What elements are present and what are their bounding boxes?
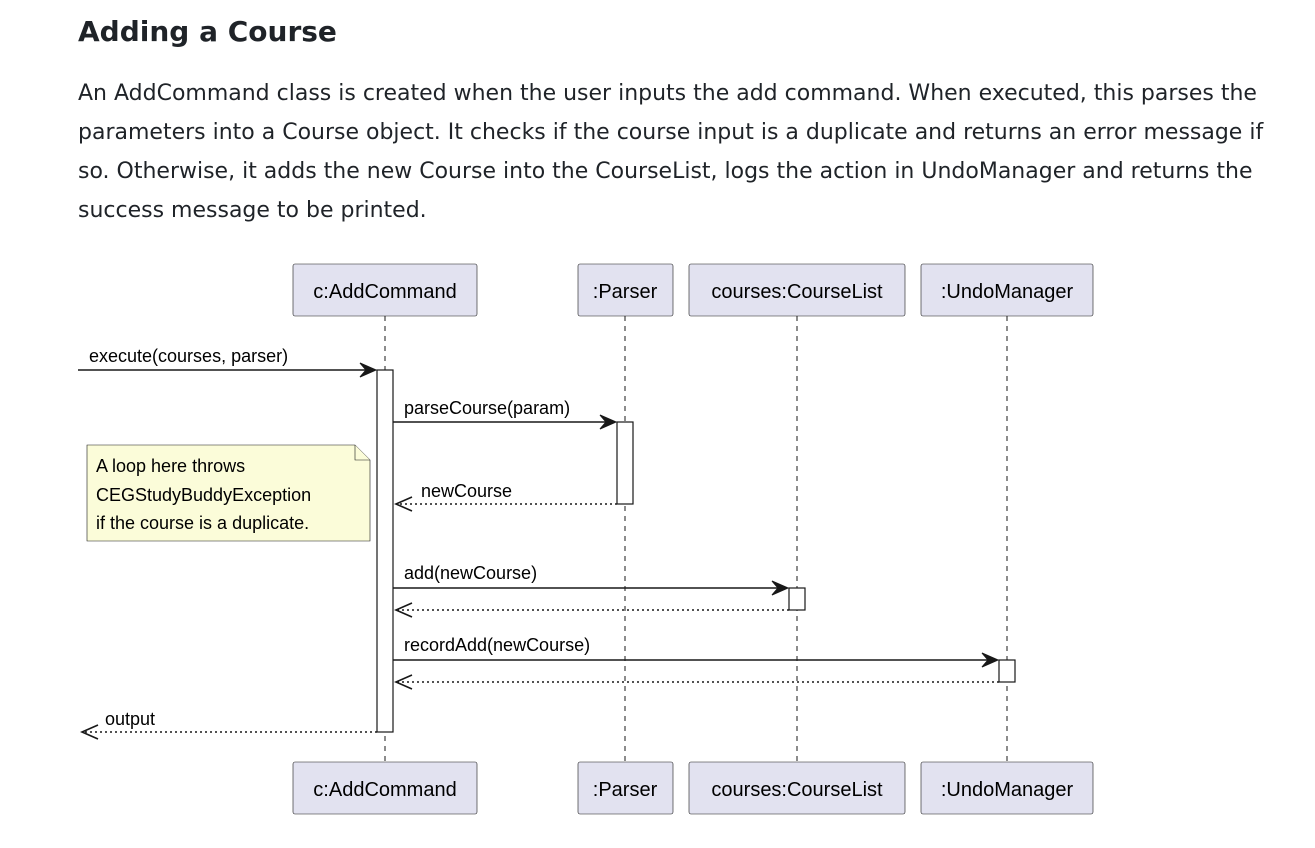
document-section: Adding a Course An AddCommand class is c…: [78, 0, 1298, 230]
participant-label: c:AddCommand: [313, 779, 456, 801]
note: A loop here throws CEGStudyBuddyExceptio…: [86, 444, 371, 542]
participant-addcommand-bottom: c:AddCommand: [292, 761, 478, 815]
message-label: recordAdd(newCourse): [404, 635, 590, 655]
activation-courselist: [788, 587, 806, 611]
message-recordadd: recordAdd(newCourse): [393, 635, 1000, 668]
message-return-recordadd: [394, 674, 999, 690]
participant-label: c:AddCommand: [313, 281, 456, 303]
participant-parser-top: :Parser: [577, 263, 674, 317]
participant-label: courses:CourseList: [711, 779, 883, 801]
message-return-output: output: [80, 709, 377, 740]
participant-label: :Parser: [593, 779, 658, 801]
note-line: CEGStudyBuddyException: [96, 485, 311, 505]
section-paragraph: An AddCommand class is created when the …: [78, 81, 1264, 223]
message-label: parseCourse(param): [404, 398, 570, 418]
participant-label: courses:CourseList: [711, 281, 883, 303]
note-line: if the course is a duplicate.: [96, 513, 309, 533]
message-add: add(newCourse): [393, 563, 790, 596]
participant-undomanager-top: :UndoManager: [920, 263, 1094, 317]
participant-parser-bottom: :Parser: [577, 761, 674, 815]
activation-parser: [616, 421, 634, 505]
participant-addcommand-top: c:AddCommand: [292, 263, 478, 317]
participant-courselist-bottom: courses:CourseList: [688, 761, 906, 815]
note-line: A loop here throws: [96, 456, 245, 476]
message-parsecourse: parseCourse(param): [393, 398, 618, 430]
section-heading: Adding a Course: [78, 15, 337, 48]
participant-label: :Parser: [593, 281, 658, 303]
message-return-add: [394, 602, 789, 618]
message-label: output: [105, 709, 155, 729]
message-label: execute(courses, parser): [89, 346, 288, 366]
activation-addcommand: [376, 369, 394, 733]
message-label: add(newCourse): [404, 563, 537, 583]
message-return-newcourse: newCourse: [394, 481, 617, 512]
message-execute: execute(courses, parser): [78, 346, 378, 378]
activation-undomanager: [998, 659, 1016, 683]
message-label: newCourse: [421, 481, 512, 501]
participant-label: :UndoManager: [941, 281, 1074, 303]
participant-undomanager-bottom: :UndoManager: [920, 761, 1094, 815]
participant-label: :UndoManager: [941, 779, 1074, 801]
participant-courselist-top: courses:CourseList: [688, 263, 906, 317]
